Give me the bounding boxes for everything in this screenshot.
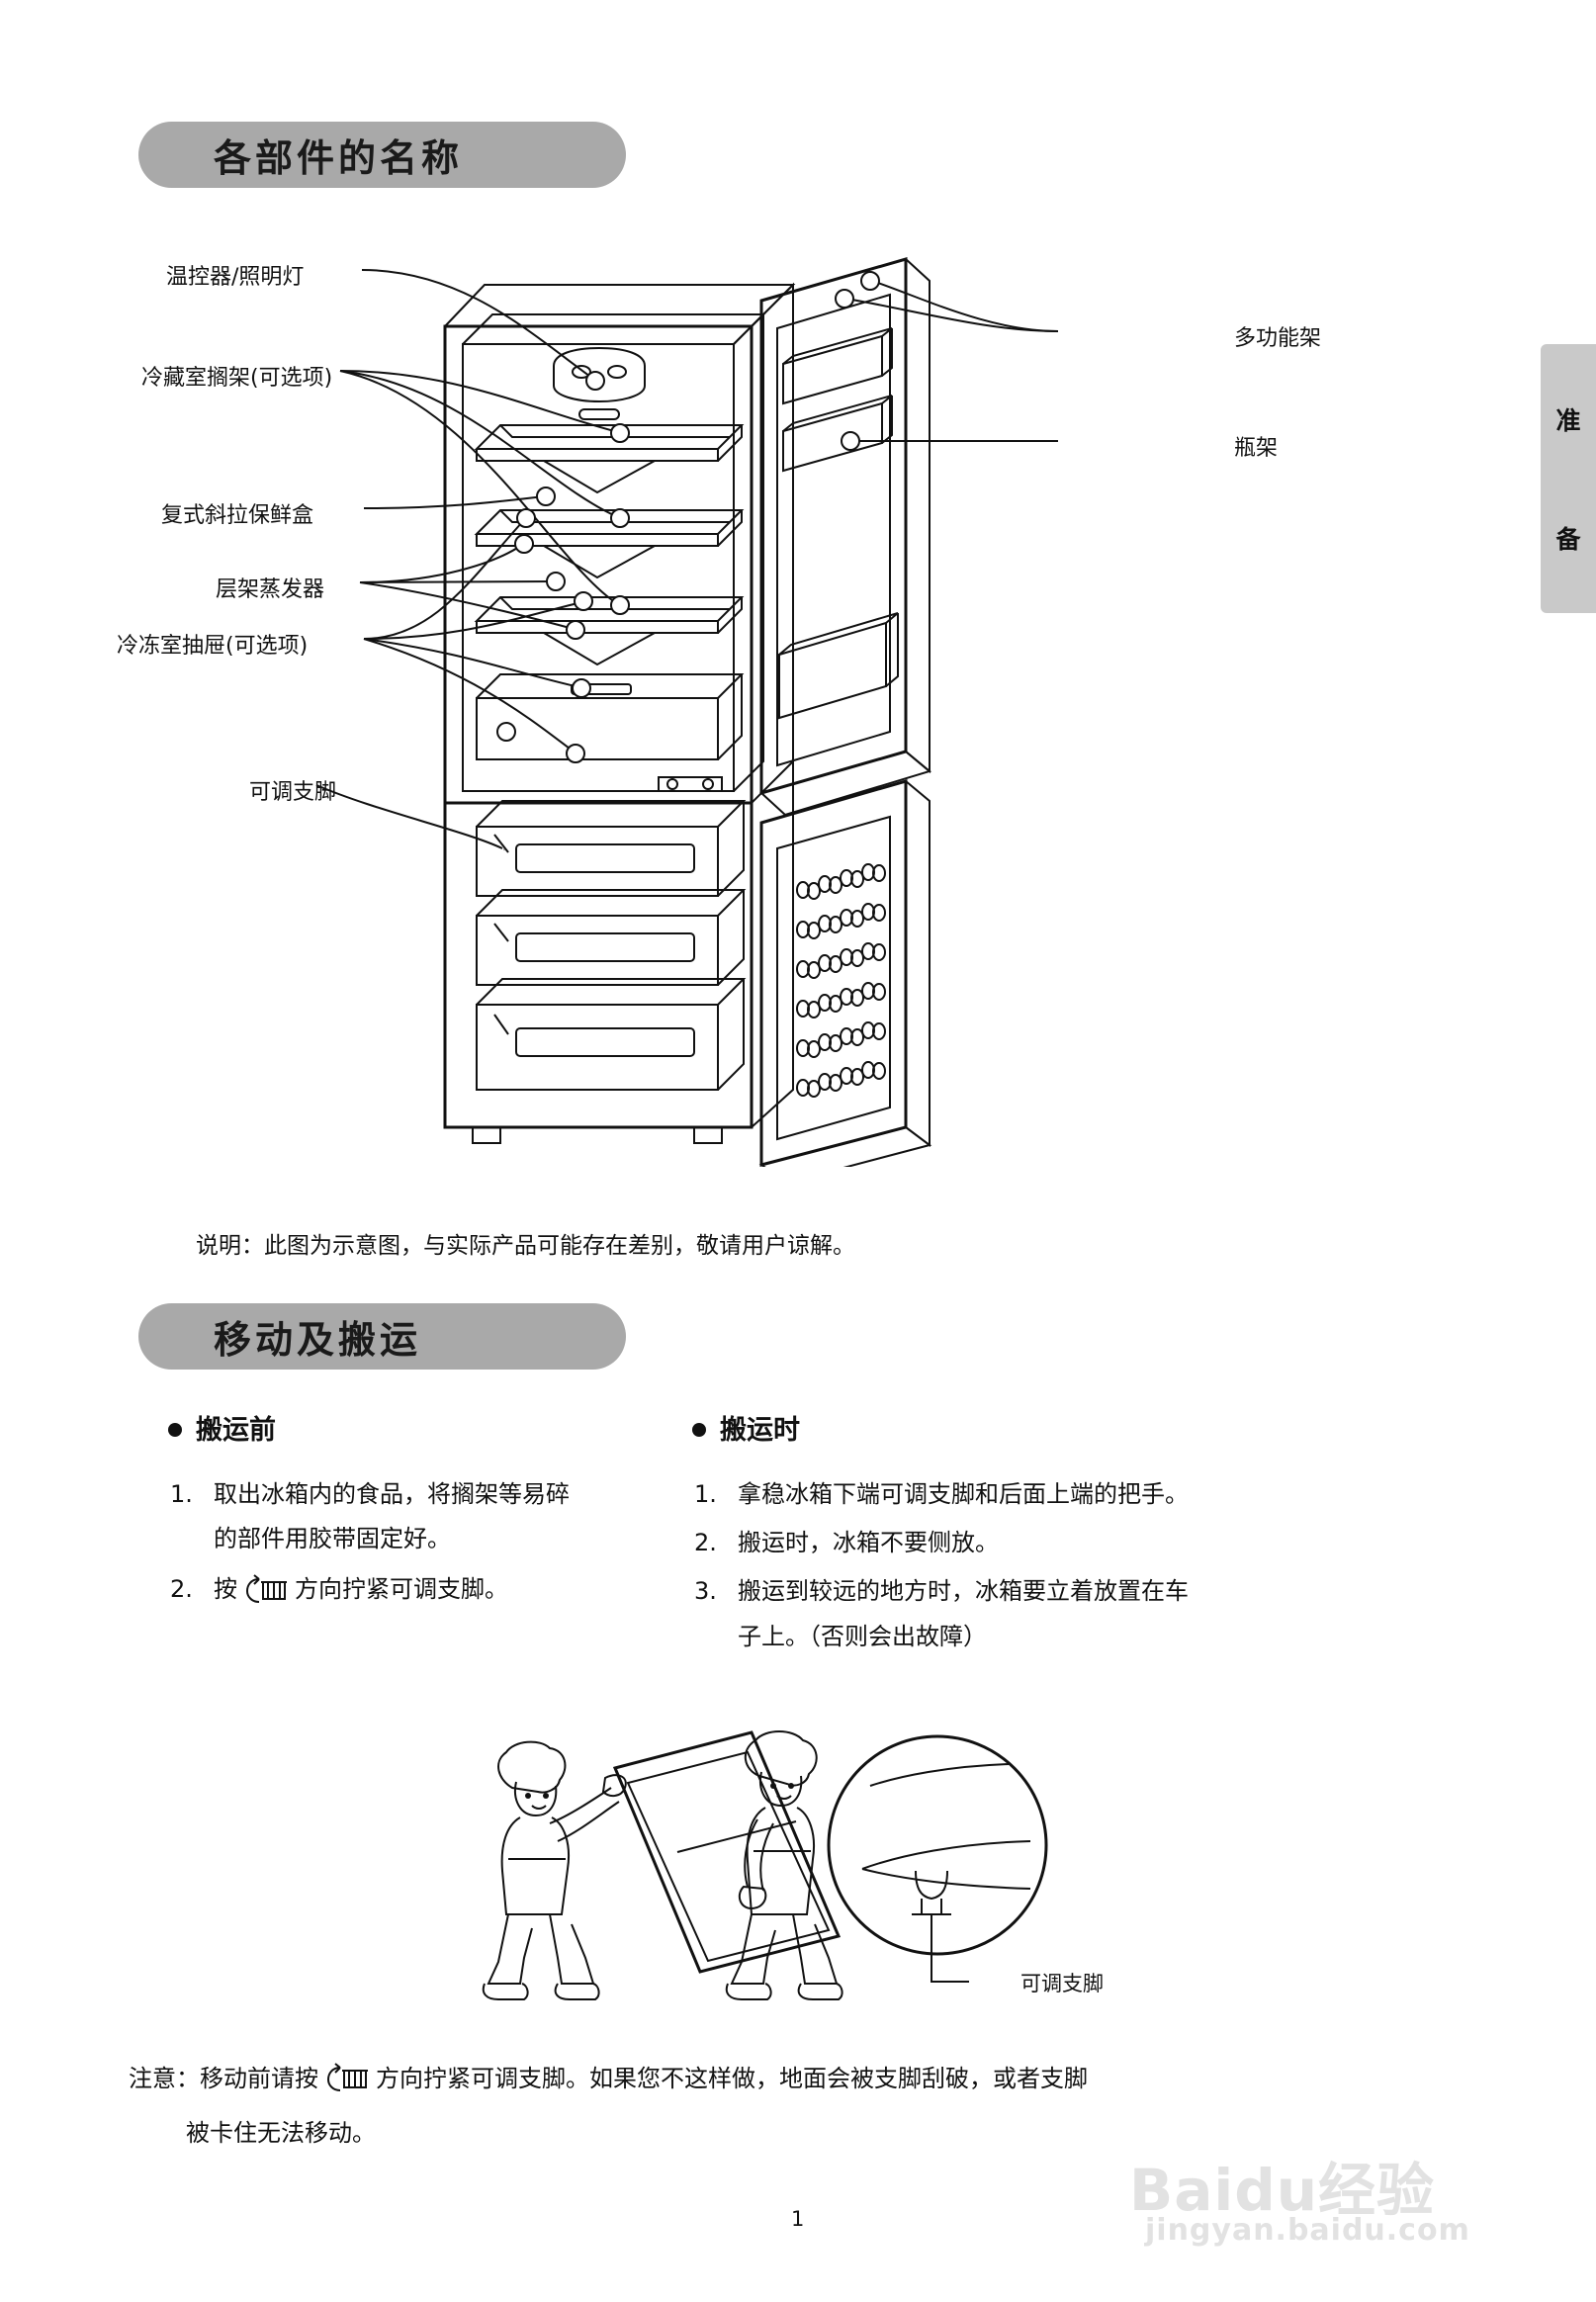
list-item: 2. 搬运时，冰箱不要侧放。 (694, 1525, 1189, 1561)
list-item-number: 3. (694, 1577, 717, 1606)
label-shelf-evaporator: 层架蒸发器 (216, 577, 325, 602)
heading-during-moving: 搬运时 (692, 1408, 800, 1447)
list-item-text: 取出冰箱内的食品，将搁架等易碎 的部件用胶带固定好。 (214, 1476, 570, 1557)
list-item: 1. 拿稳冰箱下端可调支脚和后面上端的把手。 (694, 1476, 1189, 1513)
list-item-line-1: 取出冰箱内的食品，将搁架等易碎 (214, 1480, 570, 1508)
list-item: 2. 按 方向拧紧可调支脚。 (170, 1571, 570, 1608)
label-multifunction-rack: 多功能架 (1234, 326, 1322, 351)
label-adjustable-foot: 可调支脚 (249, 780, 337, 805)
heading-before-moving: 搬运前 (168, 1408, 276, 1447)
label-freezer-drawer: 冷冻室抽屉(可选项) (117, 634, 309, 659)
bullet-icon (168, 1423, 182, 1437)
side-tab-char-2: 备 (1555, 525, 1581, 554)
section-header-moving-label: 移动及搬运 (214, 1318, 422, 1362)
section-header-parts: 各部件的名称 (138, 122, 626, 188)
caution-line-2-text: 被卡住无法移动。 (186, 2118, 376, 2147)
list-item-text: 搬运到较远的地方时，冰箱要立着放置在车 子上。（否则会出故障） (738, 1573, 1189, 1654)
watermark-secondary: jingyan.baidu.com (1145, 2213, 1470, 2248)
list-before-moving: 1. 取出冰箱内的食品，将搁架等易碎 的部件用胶带固定好。 2. 按 方向拧紧可… (170, 1476, 570, 1619)
page-number: 1 (791, 2207, 805, 2231)
watermark-primary: Baidu经验 (1129, 2157, 1436, 2224)
label-crisper-box: 复式斜拉保鲜盒 (161, 503, 314, 528)
list-item-number: 2. (170, 1575, 193, 1604)
label-temp-control-lamp: 温控器/照明灯 (166, 265, 305, 290)
caution-prefix: 注意：移动前请按 (129, 2065, 318, 2092)
section-header-moving: 移动及搬运 (138, 1303, 626, 1370)
list-item-number: 1. (694, 1480, 717, 1508)
caution-line-1: 注意：移动前请按 方向拧紧可调支脚。如果您不这样做，地面会被支脚刮破，或者支脚 (129, 2059, 1454, 2099)
list-item-number: 1. (170, 1480, 193, 1508)
bullet-icon (692, 1423, 706, 1437)
caution-note: 注意：移动前请按 方向拧紧可调支脚。如果您不这样做，地面会被支脚刮破，或者支脚 … (129, 2059, 1454, 2154)
label-fridge-shelf: 冷藏室搁架(可选项) (141, 366, 333, 391)
illustration-callout-label: 可调支脚 (1020, 1972, 1104, 1995)
list-item-text: 按 方向拧紧可调支脚。 (214, 1571, 508, 1608)
list-item-text-prefix: 按 (214, 1575, 237, 1604)
diagram-leader-lines (315, 269, 1059, 851)
side-tab-char-1: 准 (1555, 406, 1581, 435)
list-item-text-suffix: 方向拧紧可调支脚。 (295, 1575, 508, 1604)
side-tab-preparation: 准 备 (1541, 344, 1596, 613)
diagram-note: 说明：此图为示意图，与实际产品可能存在差别，敬请用户谅解。 (196, 1233, 855, 1259)
list-item: 3. 搬运到较远的地方时，冰箱要立着放置在车 子上。（否则会出故障） (694, 1573, 1189, 1654)
carrying-illustration (482, 1730, 1048, 2000)
label-bottle-rack: 瓶架 (1234, 436, 1279, 461)
section-header-parts-label: 各部件的名称 (214, 136, 464, 180)
list-item-line-2: 的部件用胶带固定好。 (214, 1525, 451, 1553)
heading-during-moving-label: 搬运时 (720, 1415, 800, 1446)
caution-line-2: 被卡住无法移动。 (129, 2113, 1454, 2154)
list-item-text: 搬运时，冰箱不要侧放。 (738, 1529, 999, 1557)
caution-mid: 方向拧紧可调支脚。如果您不这样做，地面会被支脚刮破，或者支脚 (376, 2065, 1088, 2092)
list-item: 1. 取出冰箱内的食品，将搁架等易碎 的部件用胶带固定好。 (170, 1476, 570, 1557)
clockwise-screw-icon (245, 1574, 287, 1603)
list-item-line-2: 子上。（否则会出故障） (738, 1622, 987, 1650)
heading-before-moving-label: 搬运前 (196, 1415, 276, 1446)
clockwise-screw-icon (326, 2063, 368, 2092)
list-during-moving: 1. 拿稳冰箱下端可调支脚和后面上端的把手。 2. 搬运时，冰箱不要侧放。 3.… (694, 1476, 1189, 1665)
list-item-number: 2. (694, 1529, 717, 1557)
list-item-line-1: 搬运到较远的地方时，冰箱要立着放置在车 (738, 1577, 1189, 1606)
list-item-text: 拿稳冰箱下端可调支脚和后面上端的把手。 (738, 1480, 1189, 1508)
